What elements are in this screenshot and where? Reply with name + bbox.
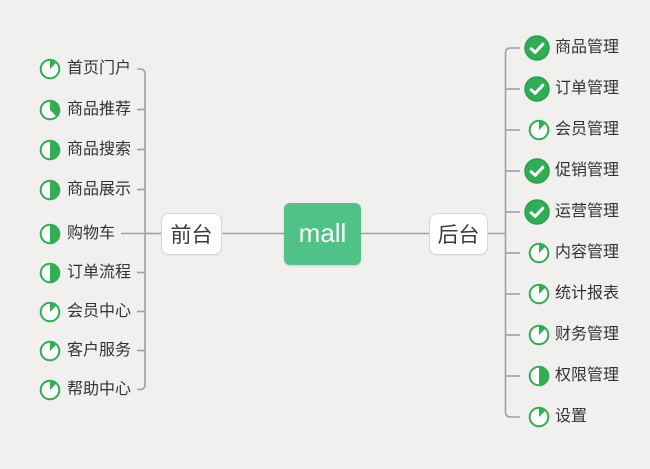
- front-topic-label: 购物车: [67, 224, 116, 242]
- back-topic-label: 运营管理: [555, 203, 620, 220]
- back-topic-row[interactable]: 订单管理: [523, 75, 619, 103]
- back-topic-row[interactable]: 内容管理: [523, 239, 619, 267]
- progress-pie-icon: [39, 99, 61, 120]
- front-topic-row[interactable]: 帮助中心: [39, 376, 131, 404]
- root-node-label: mall: [298, 218, 347, 248]
- front-topic-row[interactable]: 首页门户: [39, 55, 131, 83]
- progress-pie-icon: [39, 139, 61, 160]
- check-done-icon: [524, 76, 550, 102]
- back-topic-row[interactable]: 会员管理: [523, 116, 619, 144]
- progress-pie-icon: [39, 223, 61, 244]
- front-topic-label: 订单流程: [67, 263, 132, 281]
- root-node-mall[interactable]: mall: [284, 202, 361, 265]
- front-topic-label: 会员中心: [67, 302, 132, 320]
- front-topic-row[interactable]: 商品搜索: [39, 136, 131, 164]
- front-topic-row[interactable]: 客户服务: [39, 337, 131, 365]
- progress-pie-icon: [528, 406, 550, 428]
- progress-pie-icon: [39, 179, 61, 200]
- front-topic-label: 客户服务: [67, 341, 132, 359]
- back-branch-label: 后台: [437, 223, 480, 247]
- progress-pie-icon: [528, 365, 550, 387]
- back-topic-label: 设置: [555, 408, 588, 425]
- back-topic-label: 商品管理: [555, 39, 620, 56]
- front-topic-label: 商品推荐: [67, 100, 132, 118]
- progress-pie-icon: [528, 119, 550, 141]
- progress-pie-icon: [39, 262, 61, 283]
- back-topic-row[interactable]: 促销管理: [523, 157, 619, 185]
- front-topic-label: 商品展示: [67, 180, 132, 198]
- check-done-icon: [524, 158, 550, 184]
- back-topic-label: 权限管理: [555, 367, 620, 384]
- back-topic-row[interactable]: 权限管理: [523, 362, 619, 390]
- back-topic-row[interactable]: 统计报表: [523, 280, 619, 308]
- back-topic-label: 订单管理: [555, 80, 620, 97]
- check-done-icon: [524, 35, 550, 61]
- back-topic-row[interactable]: 设置: [523, 403, 587, 431]
- back-topic-label: 促销管理: [555, 162, 620, 179]
- progress-pie-icon: [39, 379, 61, 400]
- progress-pie-icon: [39, 301, 61, 322]
- back-topic-row[interactable]: 财务管理: [523, 321, 619, 349]
- front-branch-node[interactable]: 前台: [161, 212, 222, 255]
- front-topic-label: 首页门户: [67, 60, 132, 77]
- back-topic-label: 财务管理: [555, 326, 620, 343]
- back-topic-label: 统计报表: [555, 285, 620, 302]
- back-topic-row[interactable]: 商品管理: [523, 34, 619, 62]
- progress-pie-icon: [39, 58, 61, 80]
- progress-pie-icon: [528, 283, 550, 305]
- front-topic-row[interactable]: 商品推荐: [39, 96, 131, 124]
- back-topic-label: 内容管理: [555, 244, 620, 261]
- front-topic-row[interactable]: 商品展示: [39, 176, 131, 204]
- front-topic-label: 商品搜索: [67, 140, 132, 158]
- front-topic-row[interactable]: 会员中心: [39, 298, 131, 326]
- front-topic-label: 帮助中心: [67, 380, 132, 398]
- front-branch-label: 前台: [170, 223, 213, 247]
- front-topic-row[interactable]: 订单流程: [39, 259, 131, 287]
- front-topic-row[interactable]: 购物车: [39, 220, 115, 248]
- progress-pie-icon: [528, 242, 550, 264]
- check-done-icon: [524, 199, 550, 225]
- back-topic-label: 会员管理: [555, 121, 620, 138]
- progress-pie-icon: [39, 340, 61, 361]
- progress-pie-icon: [528, 324, 550, 346]
- back-branch-node[interactable]: 后台: [429, 212, 488, 255]
- back-topic-row[interactable]: 运营管理: [523, 198, 619, 226]
